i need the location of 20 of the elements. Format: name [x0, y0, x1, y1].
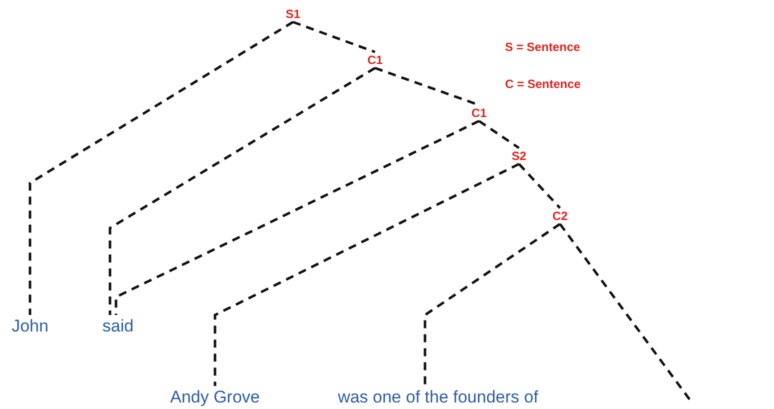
word-label: John: [12, 318, 48, 334]
legend-note: S = Sentence: [505, 40, 580, 54]
legend-note: C = Sentence: [505, 77, 581, 91]
tree-branch: [108, 66, 376, 315]
node-label: C1: [367, 54, 383, 66]
word-label: said: [102, 318, 134, 334]
tree-branch: [292, 20, 376, 54]
tree-branch: [28, 20, 294, 315]
node-label: S1: [286, 8, 300, 20]
node-label: S2: [512, 150, 526, 162]
tree-branch: [214, 162, 520, 386]
tree-branch: [559, 223, 691, 401]
node-label: C1: [471, 107, 487, 119]
tree-branch: [424, 222, 561, 386]
word-label: Andy Grove: [170, 388, 260, 406]
tree-branch: [478, 120, 520, 150]
tree-branch: [114, 120, 480, 315]
word-label: was one of the founders of: [338, 388, 538, 406]
node-label: C2: [552, 210, 568, 222]
tree-branch: [518, 163, 561, 209]
